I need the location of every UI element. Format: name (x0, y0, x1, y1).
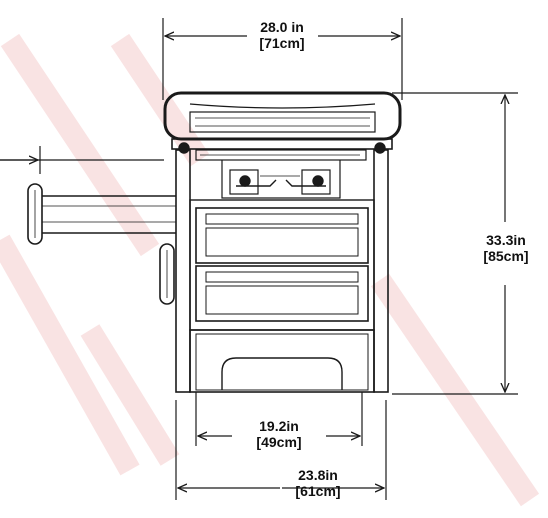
inner-base-width-value: 19.2in (259, 418, 299, 434)
dimension-lines (0, 18, 518, 500)
outer-base-width-metric: 61cm (278, 483, 358, 499)
base (189, 329, 375, 393)
outer-base-width-label: 23.8in 61cm (278, 467, 358, 499)
watermark (0, 33, 540, 507)
inner-base-width-label: 19.2in 49cm (234, 418, 324, 450)
inner-base-width-metric: 49cm (234, 434, 324, 450)
table-drawing (27, 91, 402, 393)
stirrup-mechanism (221, 160, 341, 199)
drawer-bottom (195, 265, 369, 322)
top-width-label: 28.0 in 71cm (249, 19, 315, 51)
cabinet (189, 199, 375, 331)
side-handle (159, 243, 175, 305)
height-value: 33.3in (486, 232, 526, 248)
pull-out-arm (27, 183, 176, 245)
top-width-value: 28.0 in (260, 19, 304, 35)
height-label: 33.3in 85cm (476, 232, 536, 264)
top-width-metric: 71cm (249, 35, 315, 51)
outer-base-width-value: 23.8in (298, 467, 338, 483)
drawer-top (195, 207, 369, 264)
height-metric: 85cm (476, 248, 536, 264)
